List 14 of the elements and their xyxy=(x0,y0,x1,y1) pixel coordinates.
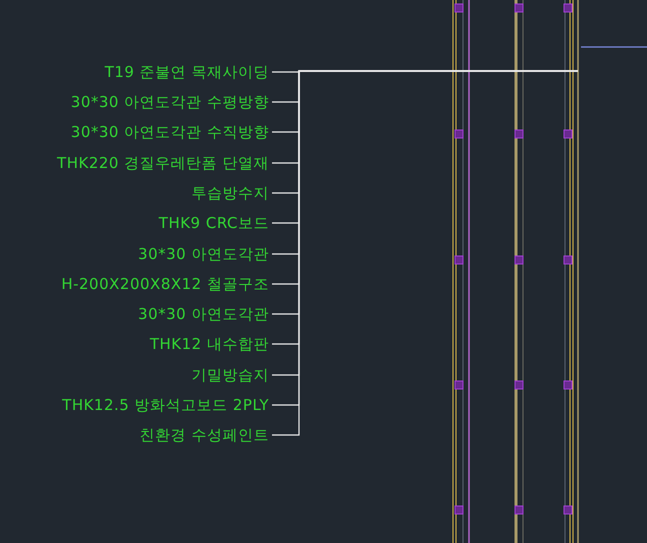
material-label: 기밀방습지 xyxy=(192,366,269,384)
material-label: 30*30 아연도각관 수직방향 xyxy=(70,123,269,141)
material-label: 투습방수지 xyxy=(192,184,269,202)
material-label: 30*30 아연도각관 수평방향 xyxy=(70,93,269,111)
material-label: 30*30 아연도각관 xyxy=(138,305,269,323)
material-label: THK12.5 방화석고보드 2PLY xyxy=(62,396,269,414)
material-label: THK12 내수합판 xyxy=(150,335,269,353)
material-label: H-200X200X8X12 철골구조 xyxy=(61,275,269,293)
material-label: 30*30 아연도각관 xyxy=(138,245,269,263)
wall-section-drawing xyxy=(450,0,580,543)
material-label: THK9 CRC보드 xyxy=(158,214,269,232)
material-label: THK220 경질우레탄폼 단열재 xyxy=(57,154,269,172)
material-label: 친환경 수성페인트 xyxy=(140,426,269,444)
material-label: T19 준불연 목재사이딩 xyxy=(104,63,269,81)
